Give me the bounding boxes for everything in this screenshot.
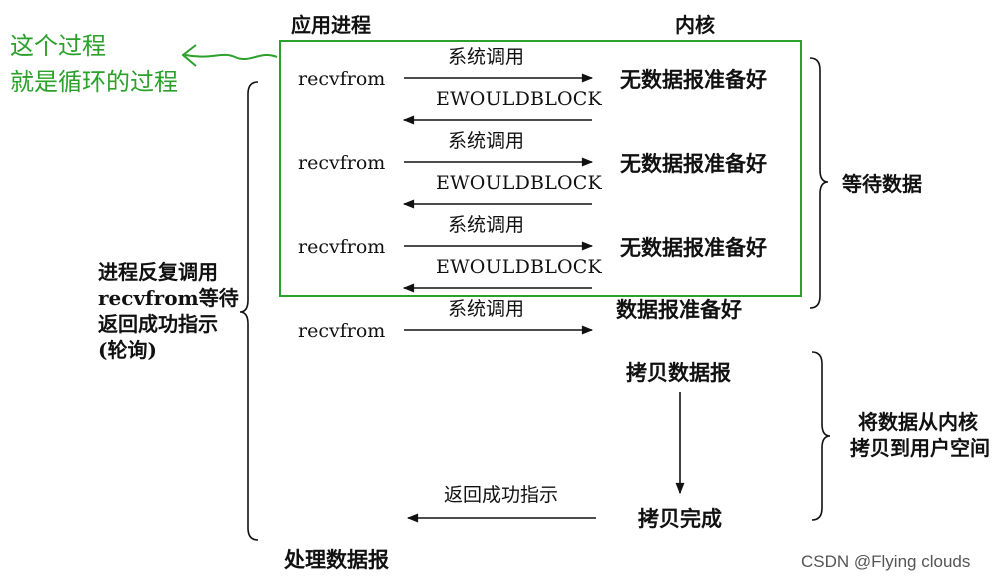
recvfrom-call-2: recvfrom [298,152,386,174]
copy-to-user-line-2: 拷贝到用户空间 [850,436,990,460]
copy-to-user-line-1: 将数据从内核 [858,410,978,434]
syscall-label-3: 系统调用 [448,214,525,236]
left-brace-line-2: recvfrom等待 [98,286,239,310]
wait-brace [809,57,829,309]
annotation-line-2: 就是循环的过程 [10,68,178,96]
kernel-state-2: 无数据报准备好 [620,151,767,176]
copy-brace [811,351,831,521]
annotation-arrow [184,53,278,60]
recvfrom-call-3: recvfrom [298,236,386,258]
kernel-header: 内核 [675,13,715,37]
app-process-header: 应用进程 [291,13,371,37]
ewouldblock-label-1: EWOULDBLOCK [436,88,602,110]
syscall-label-1: 系统调用 [448,46,525,68]
kernel-state-3: 无数据报准备好 [620,235,767,260]
loop-highlight-box [279,40,802,297]
copy-done-label: 拷贝完成 [638,506,722,531]
recvfrom-call-final: recvfrom [298,320,386,342]
annotation-arrow-head [181,44,197,67]
syscall-label-2: 系统调用 [448,130,525,152]
recvfrom-call-1: recvfrom [298,68,386,90]
left-brace-line-1: 进程反复调用 [98,260,218,284]
return-success-label: 返回成功指示 [444,484,559,506]
syscall-label-final: 系统调用 [448,298,525,320]
csdn-watermark: CSDN @Flying clouds [801,552,971,571]
left-brace [239,81,259,541]
kernel-state-1: 无数据报准备好 [620,67,767,92]
ewouldblock-label-2: EWOULDBLOCK [436,172,602,194]
wait-data-label: 等待数据 [842,172,922,196]
annotation-line-1: 这个过程 [10,32,106,60]
copy-datagram-label: 拷贝数据报 [626,360,731,385]
left-brace-line-4: (轮询) [98,338,157,362]
left-brace-line-3: 返回成功指示 [98,312,218,336]
ewouldblock-label-3: EWOULDBLOCK [436,256,602,278]
kernel-state-ready: 数据报准备好 [616,297,742,322]
process-datagram-label: 处理数据报 [284,547,389,572]
